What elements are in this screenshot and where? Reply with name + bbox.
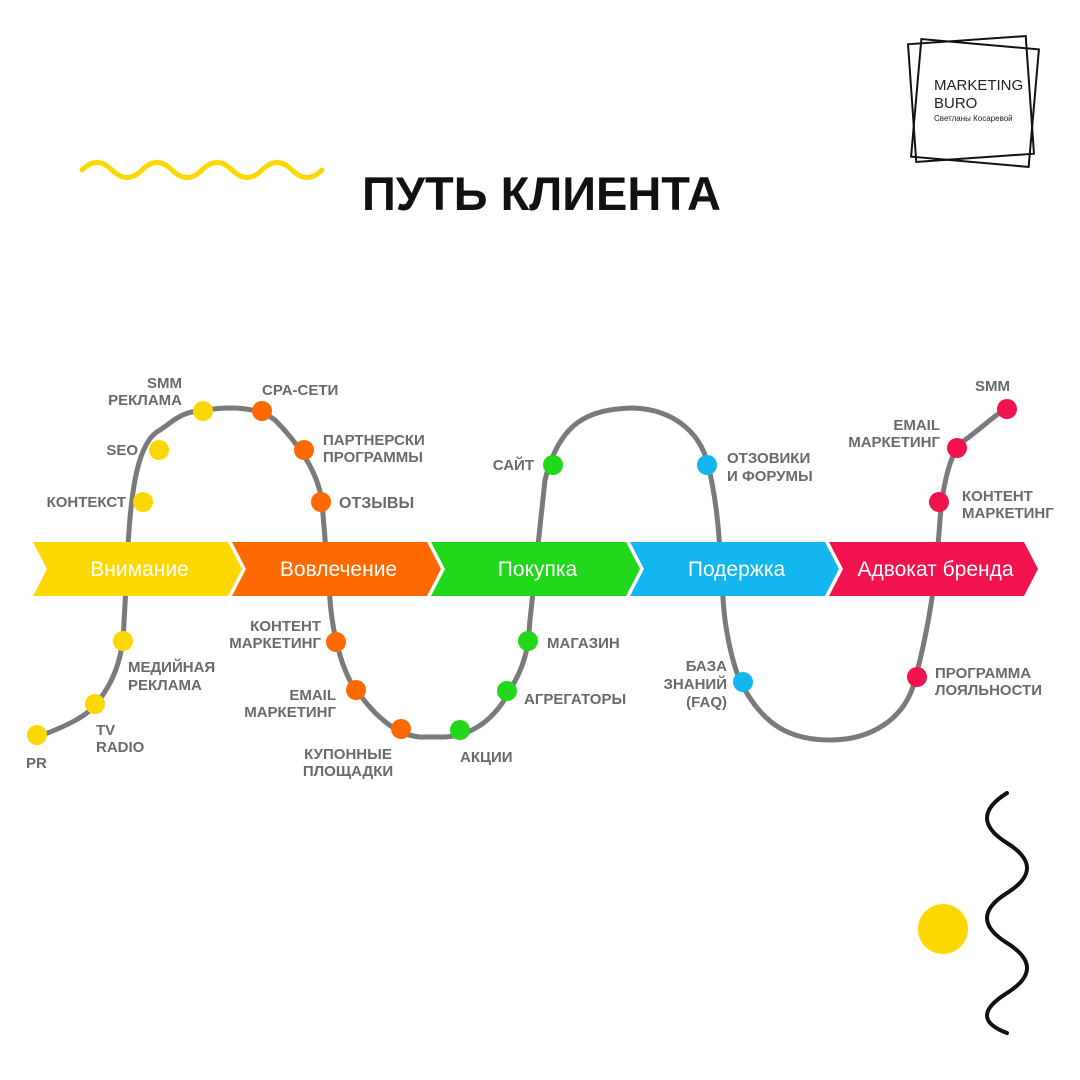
dot-partners — [294, 440, 314, 460]
logo-line3: Светланы Косаревой — [934, 114, 1013, 123]
page-title: ПУТЬ КЛИЕНТА — [362, 167, 721, 220]
logo-line1: MARKETING — [934, 77, 1023, 94]
dot-tv-radio — [85, 694, 105, 714]
label-partners-1: ПАРТНЕРСКИ — [323, 432, 425, 449]
label-cpa: CPA-СЕТИ — [262, 382, 338, 399]
stage-arrows: Внимание Вовлечение Покупка Подержка Адвокат… — [33, 542, 1038, 596]
label-email-1: EMAIL — [289, 687, 336, 704]
label-content2-2: МАРКЕТИНГ — [962, 505, 1054, 522]
dot-cpa — [252, 401, 272, 421]
dot-smm-ads — [193, 401, 213, 421]
label-reviews: ОТЗЫВЫ — [339, 495, 414, 512]
label-email2-1: EMAIL — [893, 417, 940, 434]
label-email2-2: МАРКЕТИНГ — [848, 434, 940, 451]
dot-email-mkt — [346, 680, 366, 700]
label-forums-2: И ФОРУМЫ — [727, 468, 813, 485]
stage-label: Покупка — [498, 558, 578, 581]
label-smm-ads-1: SMM — [147, 375, 182, 392]
label-pr: PR — [26, 755, 47, 772]
label-kb-1: БАЗА — [686, 658, 727, 675]
dot-media — [113, 631, 133, 651]
label-promos: АКЦИИ — [460, 749, 513, 766]
dot-promos — [450, 720, 470, 740]
dot-aggregators — [497, 681, 517, 701]
label-site: САЙТ — [493, 456, 534, 474]
dot-smm — [997, 399, 1017, 419]
label-kb-3: (FAQ) — [686, 694, 727, 711]
label-smm: SMM — [975, 378, 1010, 395]
dot-seo — [149, 440, 169, 460]
label-content2-1: КОНТЕНТ — [962, 488, 1033, 505]
dot-site — [543, 455, 563, 475]
stage-label: Вовлечение — [280, 558, 397, 581]
label-content-1: КОНТЕНТ — [250, 618, 321, 635]
decorative-vertical-wave — [987, 793, 1027, 1033]
label-media-1: МЕДИЙНАЯ — [128, 658, 215, 676]
stage-label: Подержка — [688, 558, 786, 581]
dot-loyalty — [907, 667, 927, 687]
label-seo: SEO — [106, 442, 138, 459]
dot-reviews — [311, 492, 331, 512]
label-partners-2: ПРОГРАММЫ — [323, 449, 423, 466]
label-context: КОНТЕКСТ — [47, 494, 126, 511]
dot-email-mkt2 — [947, 438, 967, 458]
label-loyalty-1: ПРОГРАММА — [935, 665, 1031, 682]
label-smm-ads-2: РЕКЛАМА — [108, 392, 182, 409]
label-coupons-1: КУПОННЫЕ — [304, 746, 392, 763]
label-media-2: РЕКЛАМА — [128, 677, 202, 694]
label-email-2: МАРКЕТИНГ — [244, 704, 336, 721]
dot-kb — [733, 672, 753, 692]
dot-content-mkt2 — [929, 492, 949, 512]
logo-line2: BURO — [934, 95, 977, 112]
label-aggregators: АГРЕГАТОРЫ — [524, 691, 626, 708]
stage-label: Адвокат бренда — [857, 558, 1013, 581]
decorative-wave — [82, 163, 322, 178]
decorative-yellow-circle — [918, 904, 968, 954]
dot-store — [518, 631, 538, 651]
label-store: МАГАЗИН — [547, 635, 620, 652]
label-coupons-2: ПЛОЩАДКИ — [303, 763, 393, 780]
label-radio: RADIO — [96, 739, 145, 756]
dot-forums — [697, 455, 717, 475]
dot-context — [133, 492, 153, 512]
logo: MARKETING BURO Светланы Косаревой — [908, 36, 1039, 167]
label-loyalty-2: ЛОЯЛЬНОСТИ — [935, 682, 1042, 699]
label-content-2: МАРКЕТИНГ — [229, 635, 321, 652]
label-kb-2: ЗНАНИЙ — [664, 675, 727, 693]
dot-pr — [27, 725, 47, 745]
label-forums-1: ОТЗОВИКИ — [727, 450, 810, 467]
dot-content-mkt — [326, 632, 346, 652]
dot-coupons — [391, 719, 411, 739]
label-tv: TV — [96, 722, 115, 739]
stage-label: Внимание — [90, 558, 188, 581]
